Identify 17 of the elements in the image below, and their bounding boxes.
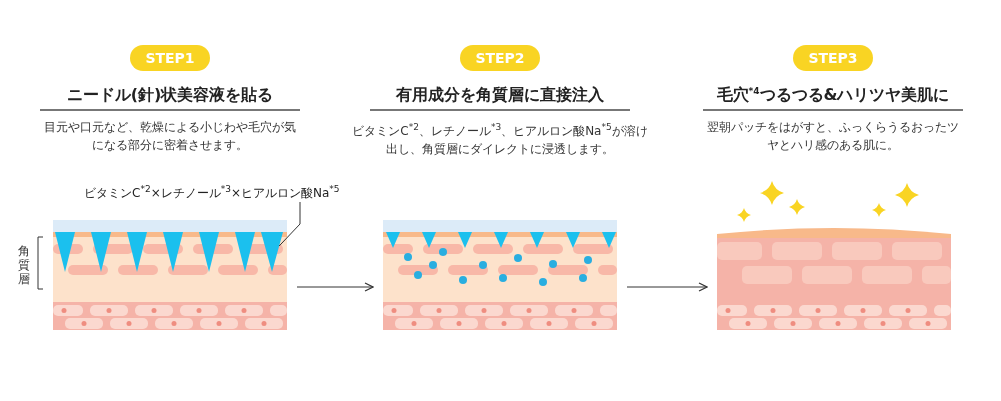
skin-layer-drawing bbox=[53, 220, 287, 330]
leader-line bbox=[278, 201, 301, 247]
skin-layer-drawing bbox=[383, 220, 617, 330]
step-description: ビタミンC$^{*2}$、レチノール$^{*3}$、ヒアルロン酸Na$^{*5}$が溶け出し、角質層にダイレクトに浸透します。 bbox=[351, 121, 649, 158]
ingredient-label: ビタミンC$^{*2}$×レチノール$^{*3}$×ヒアルロン酸Na$^{*5}$ bbox=[84, 184, 346, 202]
step-heading: 有用成分を角質層に直接注入 bbox=[370, 85, 630, 111]
arrow bbox=[296, 282, 374, 292]
step-badge: STEP3 bbox=[793, 45, 873, 71]
arrow bbox=[626, 282, 708, 292]
needle-icon bbox=[261, 232, 283, 272]
step-heading: 毛穴$^{*4}$つるつる&ハリツヤ美肌に bbox=[703, 85, 963, 111]
step-heading: ニードル(針)状美容液を貼る bbox=[40, 85, 300, 111]
step-badge: STEP1 bbox=[130, 45, 210, 71]
step-description: 目元や口元など、乾燥による小じわや毛穴が気になる部分に密着させます。 bbox=[44, 119, 296, 154]
layer-label: 角質層 bbox=[17, 244, 31, 286]
step-badge: STEP2 bbox=[460, 45, 540, 71]
step-description: 翌朝パッチをはがすと、ふっくらうるおったツヤとハリ感のある肌に。 bbox=[707, 119, 959, 154]
